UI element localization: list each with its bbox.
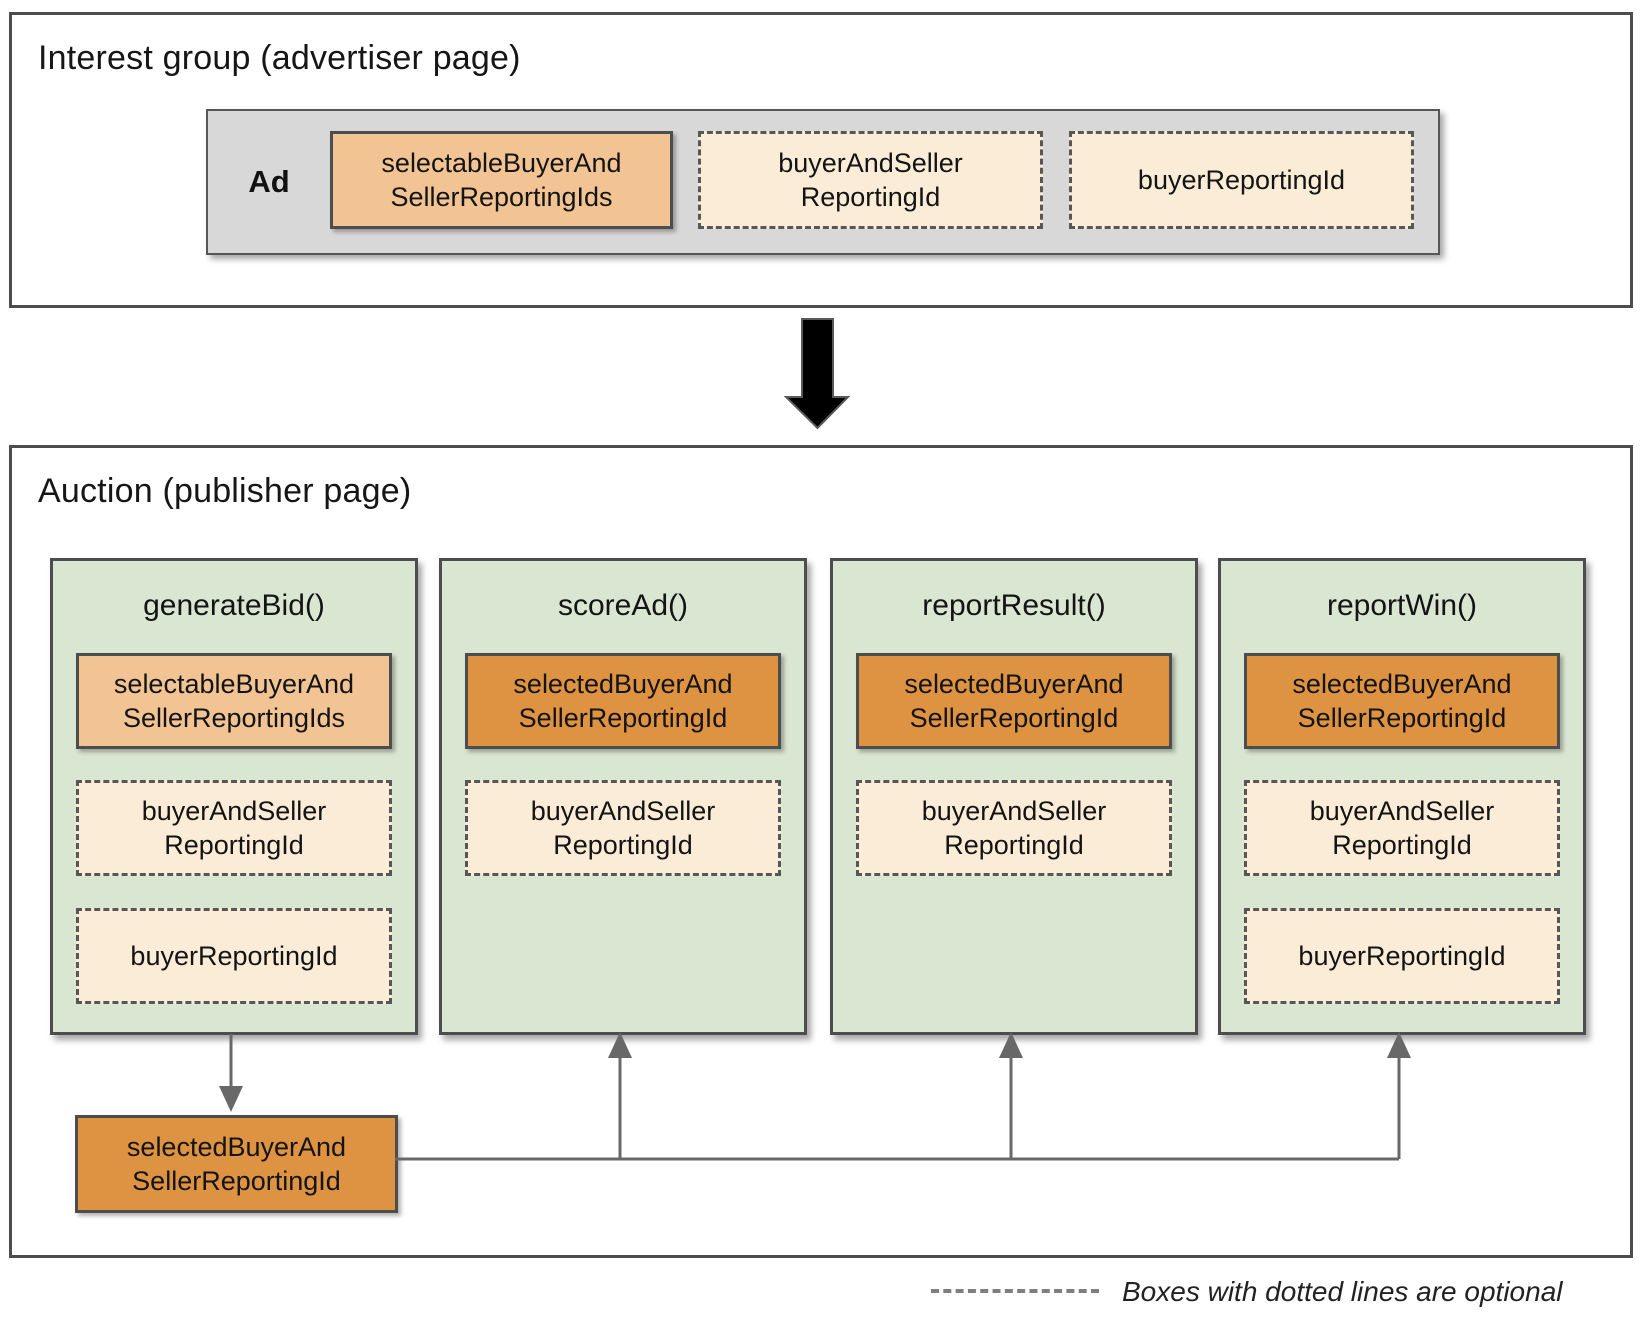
- report-result-panel: reportResult() selectedBuyerAnd SellerRe…: [830, 558, 1198, 1035]
- buyer-reporting-id-box: buyerReportingId: [1244, 908, 1560, 1004]
- ad-label: Ad: [248, 164, 290, 199]
- buyer-reporting-id-box: buyerReportingId: [76, 908, 392, 1004]
- report-win-panel: reportWin() selectedBuyerAnd SellerRepor…: [1218, 558, 1586, 1035]
- buyer-and-seller-reporting-id-box: buyerAndSeller ReportingId: [1244, 780, 1560, 876]
- legend-dashed-line-icon: [931, 1289, 1099, 1293]
- down-arrow-icon: [784, 318, 850, 430]
- selected-buyer-and-seller-reporting-id-box: selectedBuyerAnd SellerReportingId: [856, 653, 1172, 749]
- report-win-panel-title: reportWin(): [1326, 589, 1477, 622]
- selectable-buyer-and-seller-reporting-ids-box: selectableBuyerAnd SellerReportingIds: [76, 653, 392, 749]
- selected-buyer-and-seller-reporting-id-output-box: selectedBuyerAnd SellerReportingId: [75, 1115, 398, 1213]
- ad-container: Ad selectableBuyerAnd SellerReportingIds…: [206, 109, 1440, 255]
- interest-group-title: Interest group (advertiser page): [38, 39, 521, 77]
- interest-group-section: Interest group (advertiser page) Ad sele…: [9, 12, 1633, 308]
- buyer-reporting-id-box: buyerReportingId: [1069, 131, 1414, 229]
- legend-label: Boxes with dotted lines are optional: [1122, 1276, 1563, 1307]
- buyer-and-seller-reporting-id-box: buyerAndSeller ReportingId: [856, 780, 1172, 876]
- selectable-buyer-and-seller-reporting-ids-box: selectableBuyerAnd SellerReportingIds: [330, 131, 673, 229]
- buyer-and-seller-reporting-id-box: buyerAndSeller ReportingId: [76, 780, 392, 876]
- buyer-and-seller-reporting-id-box: buyerAndSeller ReportingId: [465, 780, 781, 876]
- score-ad-panel-title: scoreAd(): [557, 589, 689, 622]
- buyer-and-seller-reporting-id-box: buyerAndSeller ReportingId: [698, 131, 1043, 229]
- selected-buyer-and-seller-reporting-id-box: selectedBuyerAnd SellerReportingId: [465, 653, 781, 749]
- auction-section: Auction (publisher page) generateBid() s…: [9, 445, 1633, 1258]
- selected-buyer-and-seller-reporting-id-box: selectedBuyerAnd SellerReportingId: [1244, 653, 1560, 749]
- generate-bid-panel: generateBid() selectableBuyerAnd SellerR…: [50, 558, 418, 1035]
- score-ad-panel: scoreAd() selectedBuyerAnd SellerReporti…: [439, 558, 807, 1035]
- auction-title: Auction (publisher page): [38, 472, 412, 510]
- generate-bid-panel-title: generateBid(): [143, 589, 325, 622]
- report-result-panel-title: reportResult(): [922, 589, 1106, 622]
